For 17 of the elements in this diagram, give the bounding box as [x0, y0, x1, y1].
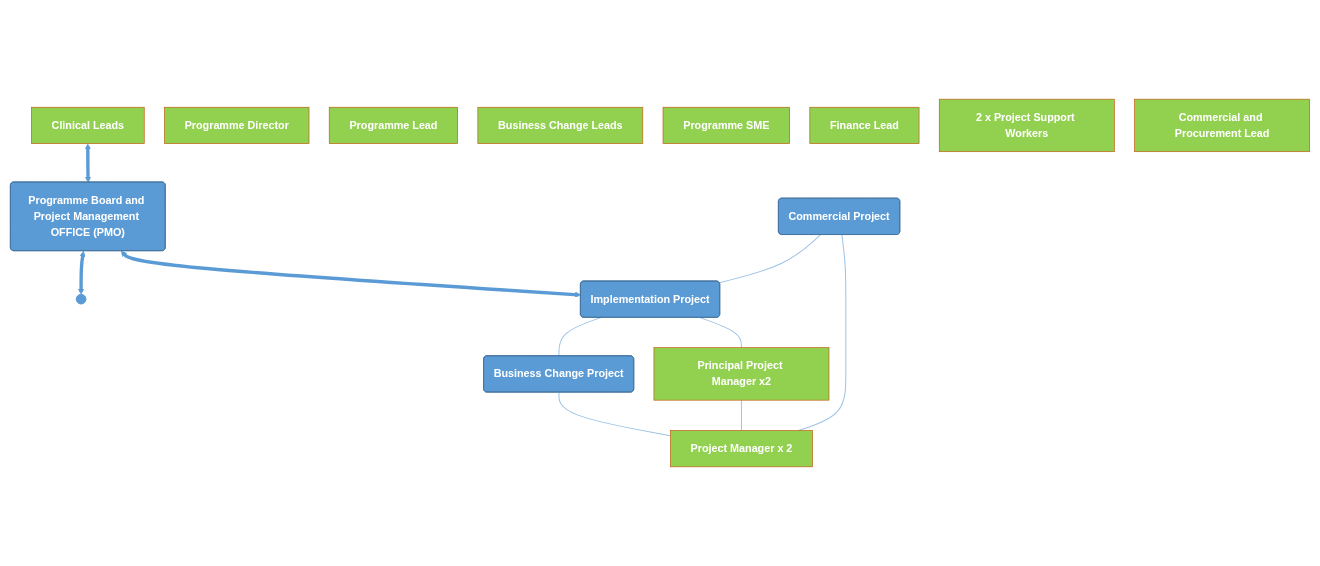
node-box: 2 x Project Support Workers: [938, 98, 1115, 153]
node-box: Finance Lead: [809, 106, 920, 144]
node-box: Project Manager x 2: [670, 430, 813, 468]
node-box: Clinical Leads: [31, 106, 145, 144]
arrow: [78, 251, 86, 295]
node-box: Business Change Leads: [477, 106, 644, 144]
node-box: Programme SME: [662, 106, 790, 144]
arrow: [84, 143, 91, 183]
node-box: Programme Director: [164, 106, 310, 144]
arrow: [120, 250, 581, 298]
connector: [718, 234, 821, 284]
node-box: Programme Lead: [328, 106, 458, 144]
connector: [699, 317, 742, 349]
node-box: Principal Project Manager x2: [653, 347, 830, 401]
connector: [558, 391, 671, 437]
connector: [740, 399, 742, 431]
node-box: Commercial and Procurement Lead: [1134, 98, 1310, 153]
